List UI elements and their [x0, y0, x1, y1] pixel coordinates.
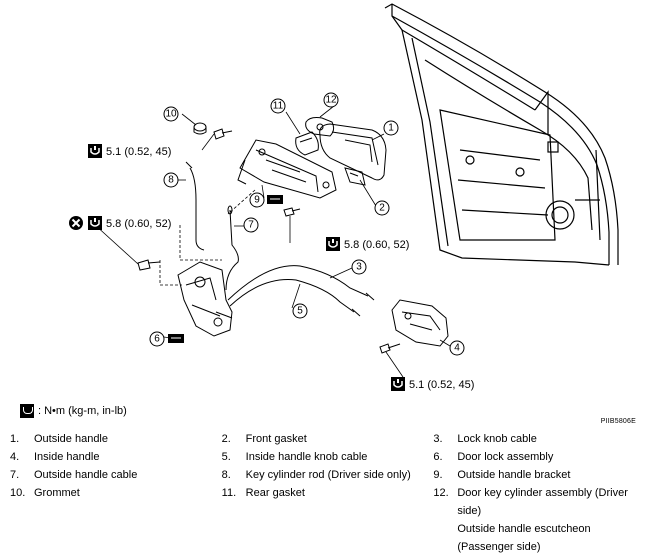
part-item: 11.Rear gasket — [221, 487, 305, 499]
part-item: 5.Inside handle knob cable — [221, 451, 368, 463]
marker-9 — [267, 195, 283, 204]
rear-gasket — [295, 131, 319, 156]
grommet — [193, 122, 207, 135]
item-number-8: 8 — [163, 172, 179, 188]
part-item: 3.Lock knob cable — [433, 433, 537, 445]
inside-handle-knob-cable — [229, 279, 361, 317]
bolt-upper — [213, 128, 233, 140]
svg-text:5.1 (0.52, 45): 5.1 (0.52, 45) — [106, 146, 171, 158]
svg-text:6: 6 — [154, 334, 160, 345]
guide-lines — [159, 189, 256, 286]
torque-callout-lower: 5.1 (0.52, 45) — [390, 376, 474, 392]
inside-handle — [391, 299, 449, 347]
svg-text:1: 1 — [388, 123, 394, 134]
svg-text:5.8 (0.60, 52): 5.8 (0.60, 52) — [106, 218, 171, 230]
svg-text:8: 8 — [168, 175, 174, 186]
svg-text:3: 3 — [356, 262, 362, 273]
item-number-3: 3 — [351, 259, 367, 275]
item-number-11: 11 — [270, 98, 286, 114]
screw-left — [137, 259, 161, 271]
torque-wrench-icon — [20, 404, 34, 418]
svg-text:5.8 (0.60, 52): 5.8 (0.60, 52) — [344, 239, 409, 251]
torque-callout-left: 5.8 (0.60, 52) — [68, 215, 171, 231]
svg-text:5: 5 — [297, 306, 303, 317]
door-lock-assembly — [177, 261, 233, 337]
outside-handle-bracket — [237, 139, 337, 199]
part-item: 8.Key cylinder rod (Driver side only) — [221, 469, 411, 481]
svg-text:10: 10 — [165, 109, 177, 120]
svg-text:4: 4 — [454, 343, 460, 354]
item-number-6: 6 — [149, 331, 165, 347]
outside-handle-cable — [225, 205, 239, 291]
legend-text: : N•m (kg-m, in-lb) — [38, 405, 127, 417]
lock-knob-cable — [227, 265, 375, 301]
svg-text:5.1 (0.52, 45): 5.1 (0.52, 45) — [409, 379, 474, 391]
key-cylinder-assembly — [305, 117, 335, 137]
part-item: 10.Grommet — [10, 487, 80, 499]
parts-list: 1.Outside handle 2.Front gasket 3.Lock k… — [10, 430, 645, 556]
item-number-5: 5 — [292, 303, 308, 319]
part-item: 12.Door key cylinder assembly (Driver si… — [433, 487, 628, 553]
door-frame — [384, 3, 619, 266]
part-item: 4.Inside handle — [10, 451, 100, 463]
key-cylinder-rod — [185, 161, 205, 251]
parts-row: 7.Outside handle cable 8.Key cylinder ro… — [10, 466, 645, 484]
torque-callout-upper: 5.1 (0.52, 45) — [87, 143, 171, 159]
part-item: 6.Door lock assembly — [433, 451, 554, 463]
parts-row: 10.Grommet 11.Rear gasket 12.Door key cy… — [10, 484, 645, 556]
part-item: 7.Outside handle cable — [10, 469, 138, 481]
door-parts-diagram: 1 2 3 4 5 6 7 8 9 10 11 12 5.1 (0.52, 45… — [68, 3, 619, 392]
front-gasket — [344, 167, 366, 186]
outside-handle — [319, 123, 387, 181]
marker-6 — [168, 334, 184, 343]
item-number-12: 12 — [323, 92, 339, 108]
part-item: 9.Outside handle bracket — [433, 469, 571, 481]
parts-row: 4.Inside handle 5.Inside handle knob cab… — [10, 448, 645, 466]
item-number-9: 9 — [249, 192, 265, 208]
svg-text:9: 9 — [254, 195, 260, 206]
torque-legend: : N•m (kg-m, in-lb) — [20, 404, 127, 418]
item-number-1: 1 — [383, 120, 399, 136]
svg-text:7: 7 — [248, 220, 254, 231]
parts-row: 1.Outside handle 2.Front gasket 3.Lock k… — [10, 430, 645, 448]
item-number-4: 4 — [449, 340, 465, 356]
screw-lower — [379, 343, 401, 354]
svg-text:12: 12 — [325, 95, 337, 106]
torque-callout-middle: 5.8 (0.60, 52) — [325, 236, 409, 252]
item-number-10: 10 — [163, 106, 179, 122]
screw-bracket — [283, 207, 301, 217]
svg-text:2: 2 — [379, 203, 385, 214]
reference-code: PIIB5806E — [600, 418, 636, 425]
item-number-2: 2 — [374, 200, 390, 216]
part-item: 1.Outside handle — [10, 433, 108, 445]
part-item: 2.Front gasket — [221, 433, 307, 445]
svg-text:11: 11 — [273, 101, 284, 112]
item-number-7: 7 — [243, 217, 259, 233]
